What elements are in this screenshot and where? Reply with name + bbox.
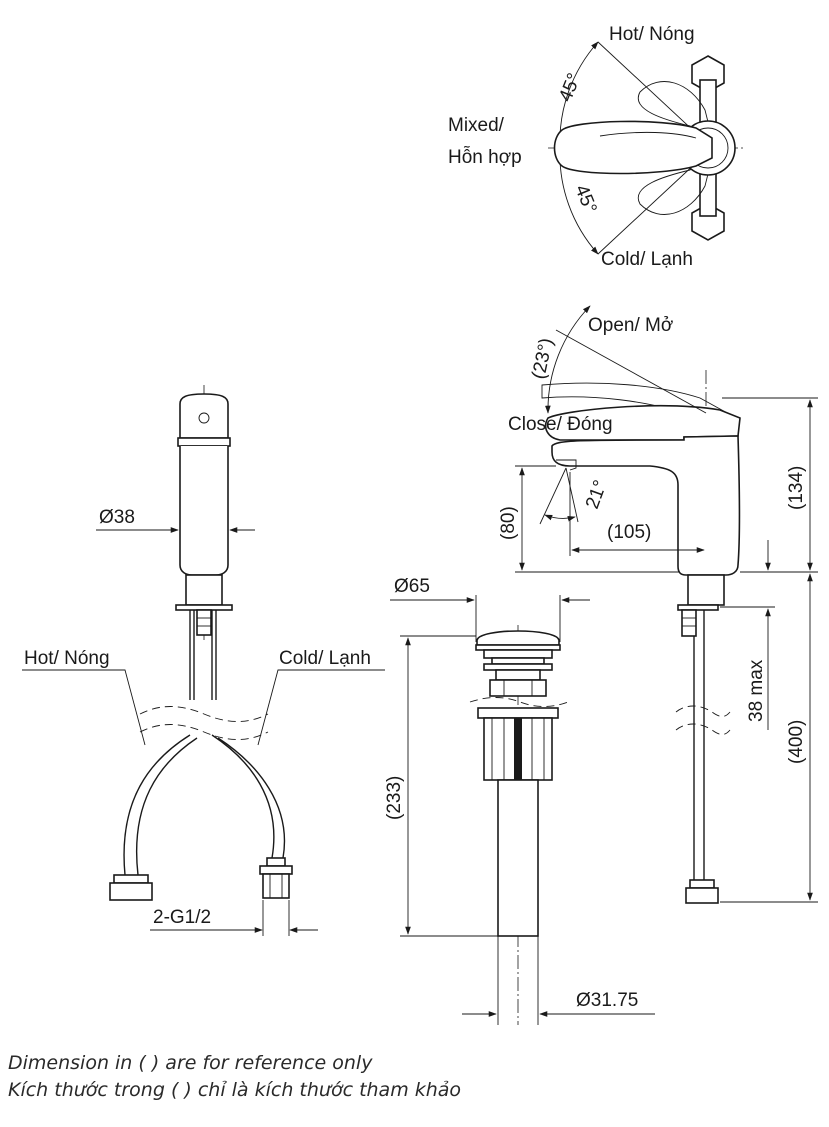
- note-vietnamese: Kích thước trong ( ) chỉ là kích thước t…: [8, 1079, 462, 1101]
- front-body-diameter: Ø38: [99, 507, 135, 528]
- side-view: (23°) Open/ Mở Close/ Đóng 21° (80) (105…: [498, 305, 818, 904]
- front-view: Ø38 Hot/ Nóng Cold/ Lạnh: [22, 385, 385, 936]
- drain-length: (233): [384, 776, 405, 820]
- side-close-label: Close/ Đóng: [508, 414, 613, 435]
- side-spout-angle: 21°: [582, 478, 612, 512]
- side-spout-height: (80): [498, 506, 519, 540]
- top-hot-label: Hot/ Nóng: [609, 24, 695, 45]
- note-english: Dimension in ( ) are for reference only: [8, 1052, 373, 1074]
- top-mixed-label: Mixed/: [448, 115, 505, 136]
- handle-mixed-position: [553, 120, 713, 175]
- side-total-height: (134): [786, 466, 807, 510]
- side-hose-length: (400): [786, 720, 807, 764]
- drain-view: Ø65 (233) Ø31.75: [384, 576, 655, 1025]
- front-hot-label: Hot/ Nóng: [24, 648, 110, 669]
- front-cold-label: Cold/ Lạnh: [279, 648, 371, 669]
- top-angle-upper: 45°: [555, 70, 585, 105]
- drain-tail-diameter: Ø31.75: [576, 990, 638, 1011]
- faucet-body-front: [179, 446, 229, 576]
- side-counter-thickness: 38 max: [746, 659, 767, 722]
- top-mixed-label-vi: Hỗn hợp: [448, 146, 522, 168]
- side-open-label: Open/ Mở: [588, 315, 673, 336]
- top-cold-label: Cold/ Lạnh: [601, 249, 693, 270]
- front-thread-size: 2-G1/2: [153, 907, 211, 928]
- side-lever-angle: (23°): [528, 336, 557, 381]
- faucet-body-side: [551, 435, 741, 576]
- drain-cap-diameter: Ø65: [394, 576, 430, 597]
- dimension-notes: Dimension in ( ) are for reference only …: [8, 1050, 808, 1104]
- technical-drawing: Hot/ Nóng Mixed/ Hỗn hợp Cold/ Lạnh 45° …: [22, 24, 818, 1025]
- top-view: Hot/ Nóng Mixed/ Hỗn hợp Cold/ Lạnh 45° …: [448, 24, 745, 270]
- top-angle-lower: 45°: [570, 182, 600, 217]
- side-spout-reach: (105): [607, 522, 651, 543]
